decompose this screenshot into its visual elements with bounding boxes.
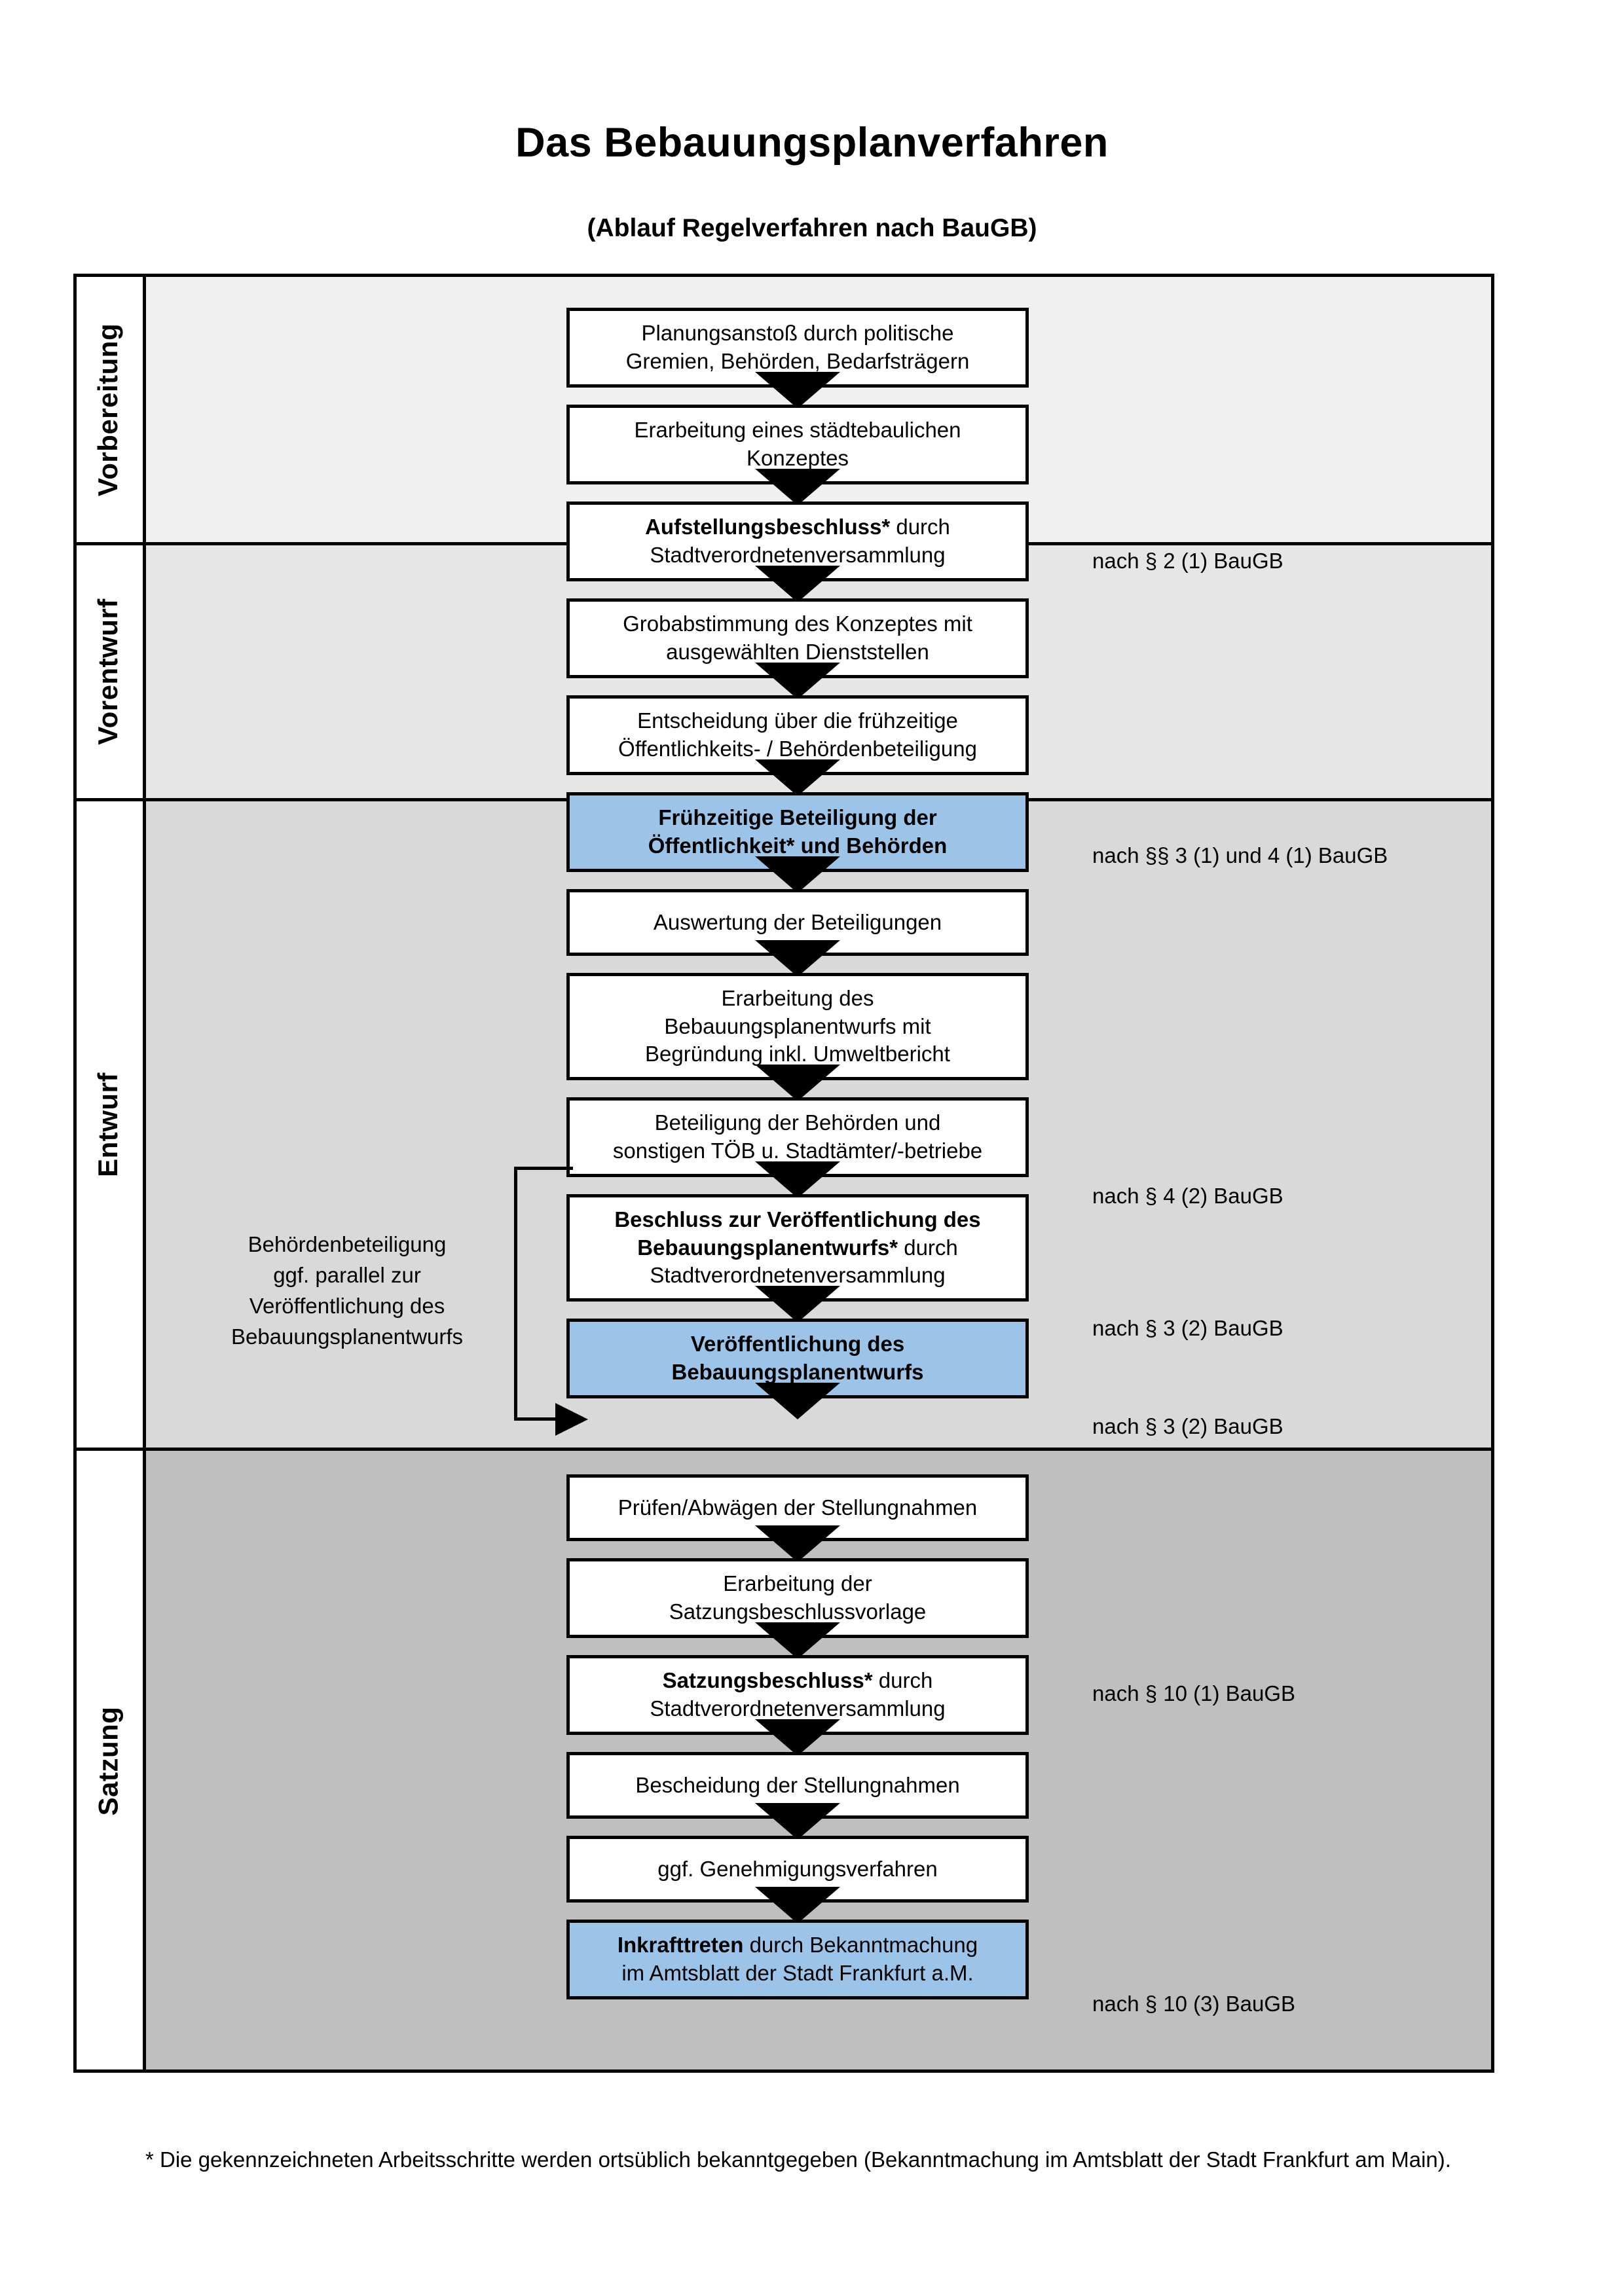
step-rest: durch xyxy=(890,515,950,539)
step-line: Grobabstimmung des Konzeptes mit xyxy=(623,611,972,636)
step-bold: Bebauungsplanentwurfs* xyxy=(637,1235,898,1260)
phase-label-text: Entwurf xyxy=(92,1072,123,1177)
step-line: Erarbeitung der xyxy=(723,1571,872,1596)
side-note-line: Behördenbeteiligung xyxy=(248,1232,447,1256)
step-line: Aufstellungsbeschluss* durch xyxy=(645,513,950,541)
step-bold: Inkrafttreten xyxy=(617,1933,744,1958)
side-note-line: Bebauungsplanentwurfs xyxy=(231,1324,464,1349)
step-line: Bebauungsplanentwurfs xyxy=(671,1360,924,1384)
bracket-connector-bottom xyxy=(514,1417,559,1421)
legal-ref-p10-1: nach § 10 (1) BauGB xyxy=(1092,1681,1296,1705)
step-line: sonstigen TÖB u. Stadtämter/-betriebe xyxy=(612,1139,983,1163)
step-rest: durch Bekanntmachung xyxy=(743,1933,978,1958)
step-rest: durch xyxy=(898,1235,958,1260)
side-note-behoerdenbeteiligung: Behördenbeteiligung ggf. parallel zur Ve… xyxy=(190,1230,504,1352)
step-line: Bebauungsplanentwurfs mit xyxy=(664,1013,931,1038)
bracket-connector-vertical xyxy=(514,1167,517,1421)
diagram-frame xyxy=(73,274,1494,2073)
step-line: Stadtverordnetenversammlung xyxy=(650,1696,946,1721)
step-line: Gremien, Behörden, Bedarfsträgern xyxy=(625,349,970,373)
page-title: Das Bebauungsplanverfahren xyxy=(515,120,1109,166)
legal-ref-p4-2: nach § 4 (2) BauGB xyxy=(1092,1184,1283,1208)
step-bold: Satzungsbeschluss* xyxy=(662,1668,873,1693)
phase-label-satzung: Satzung xyxy=(73,1451,143,2071)
step-line: Frühzeitige Beteiligung der xyxy=(658,805,937,830)
step-line: Bescheidung der Stellungnahmen xyxy=(635,1772,960,1797)
step-line: im Amtsblatt der Stadt Frankfurt a.M. xyxy=(621,1961,974,1985)
phase-label-vorentwurf: Vorentwurf xyxy=(73,545,143,798)
side-note-line: Veröffentlichung des xyxy=(249,1293,445,1318)
step-line: Begründung inkl. Umweltbericht xyxy=(645,1042,950,1066)
legal-ref-p3-1-4-1: nach §§ 3 (1) und 4 (1) BauGB xyxy=(1092,843,1388,867)
step-line: ggf. Genehmigungsverfahren xyxy=(657,1856,938,1881)
step-beschluss-veroeffentlichung[interactable]: Beschluss zur Veröffentlichung des Bebau… xyxy=(566,1194,1029,1302)
legal-ref-p10-3: nach § 10 (3) BauGB xyxy=(1092,1992,1296,2016)
step-line: Prüfen/Abwägen der Stellungnahmen xyxy=(618,1495,978,1520)
step-erarbeitung-entwurf[interactable]: Erarbeitung des Bebauungsplanentwurfs mi… xyxy=(566,973,1029,1080)
step-line: Entscheidung über die frühzeitige xyxy=(637,708,958,733)
legal-ref-p2-1: nach § 2 (1) BauGB xyxy=(1092,549,1283,573)
step-line: Satzungsbeschluss* durch xyxy=(650,1667,945,1695)
step-line: Auswertung der Beteiligungen xyxy=(653,909,942,934)
step-line: Konzeptes xyxy=(747,446,849,470)
phase-label-entwurf: Entwurf xyxy=(73,801,143,1448)
page-subtitle: (Ablauf Regelverfahren nach BauGB) xyxy=(587,214,1037,242)
phase-label-text: Satzung xyxy=(92,1706,124,1816)
step-bold: Aufstellungsbeschluss* xyxy=(645,515,891,539)
step-veroeffentlichung[interactable]: Veröffentlichung des Bebauungsplanentwur… xyxy=(566,1319,1029,1398)
side-note-line: ggf. parallel zur xyxy=(273,1262,421,1287)
step-line: Stadtverordnetenversammlung xyxy=(650,543,946,567)
step-line: Veröffentlichung des xyxy=(690,1332,905,1357)
phase-separator xyxy=(73,1448,1494,1451)
bracket-connector-top xyxy=(514,1167,573,1170)
phase-label-text: Vorentwurf xyxy=(92,598,123,745)
step-inkrafttreten[interactable]: Inkrafttreten durch Bekanntmachung im Am… xyxy=(566,1920,1029,1999)
step-line: Stadtverordnetenversammlung xyxy=(650,1263,946,1288)
phase-column-divider xyxy=(143,274,146,2073)
step-line: Erarbeitung des xyxy=(721,985,874,1010)
step-line: Bebauungsplanentwurfs* durch xyxy=(614,1234,980,1262)
phase-label-vorbereitung: Vorbereitung xyxy=(73,277,143,542)
legal-ref-p3-2a: nach § 3 (2) BauGB xyxy=(1092,1316,1283,1340)
step-line: Inkrafttreten durch Bekanntmachung xyxy=(618,1931,978,1959)
step-line: Öffentlichkeits- / Behördenbeteiligung xyxy=(618,737,977,761)
legal-ref-p3-2b: nach § 3 (2) BauGB xyxy=(1092,1414,1283,1438)
step-line: Erarbeitung eines städtebaulichen xyxy=(634,418,961,443)
footnote: * Die gekennzeichneten Arbeitsschritte w… xyxy=(145,2147,1451,2172)
phase-label-text: Vorbereitung xyxy=(92,323,124,496)
step-line: Satzungsbeschlussvorlage xyxy=(669,1599,927,1624)
step-line: Beteiligung der Behörden und xyxy=(654,1110,941,1135)
step-rest: durch xyxy=(872,1668,933,1693)
step-line: Öffentlichkeit* und Behörden xyxy=(648,833,948,858)
step-line: Beschluss zur Veröffentlichung des xyxy=(614,1207,981,1231)
step-line: ausgewählten Dienststellen xyxy=(666,640,929,664)
step-line: Planungsanstoß durch politische xyxy=(641,321,954,346)
